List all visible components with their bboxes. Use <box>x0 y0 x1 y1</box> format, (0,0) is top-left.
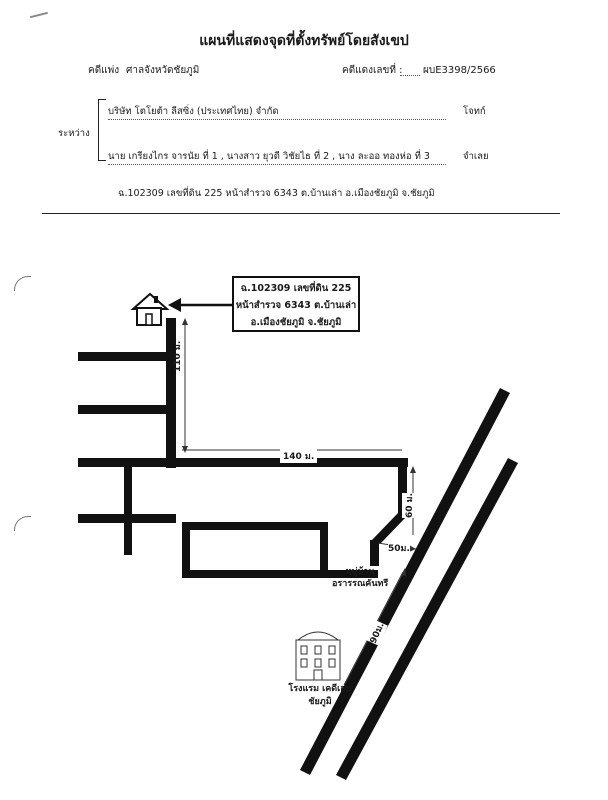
property-description: ฉ.102309 เลขที่ดิน 225 หน้าสำรวจ 6343 ต.… <box>118 188 435 199</box>
case-label: คดีแดงเลขที่ : <box>342 65 403 76</box>
highway-right <box>336 458 518 780</box>
case-dots <box>400 75 420 76</box>
property-callout-line-1: ฉ.102309 เลขที่ดิน 225 <box>240 283 352 294</box>
village-label-line-2: อรารรณคันทรี <box>332 579 389 589</box>
defendants-names: นาย เกรียงไกร จารนัย ที่ 1 , นางสาว ยุวด… <box>108 151 430 162</box>
property-callout-line-2: หน้าสำรวจ 6343 ต.บ้านเล่า <box>235 300 357 311</box>
property-callout-box: ฉ.102309 เลขที่ดิน 225 หน้าสำรวจ 6343 ต.… <box>232 276 360 332</box>
distance-110m: 110 ม. <box>173 340 183 372</box>
distance-60m: 60 ม. <box>402 492 416 518</box>
case-number: ผบE3398/2566 <box>423 65 496 76</box>
punch-hole-top <box>14 276 31 291</box>
highway-left <box>300 388 510 775</box>
road-side-1 <box>78 352 176 361</box>
court-name: ศาลจังหวัดชัยภูมิ <box>126 65 200 76</box>
block-right <box>320 522 328 578</box>
road-side-2 <box>78 405 176 414</box>
distance-50m: 50ม. <box>388 541 410 555</box>
village-label-line-1: หมู่บ้าน <box>345 567 375 577</box>
block-left <box>182 522 190 578</box>
road-diagonal <box>371 513 407 544</box>
house-icon <box>130 292 170 326</box>
hotel-label-line-1: โรงแรม เคดีเฮม <box>288 684 352 694</box>
punch-hole-bottom <box>14 516 31 531</box>
property-callout-line-3: อ.เมืองชัยภูมิ จ.ชัยภูมิ <box>250 317 342 328</box>
defendants-dots <box>108 164 446 165</box>
document-title: แผนที่แสดงจุดที่ตั้งทรัพย์โดยสังเขป <box>199 33 409 49</box>
road-side-vertical <box>124 462 132 555</box>
road-connector <box>370 540 379 566</box>
plaintiff-dots <box>108 119 446 120</box>
hotel-building-icon <box>295 631 341 681</box>
road-east-vertical <box>398 462 407 517</box>
distance-140m: 140 ม. <box>280 449 318 463</box>
block-top <box>182 522 328 530</box>
block-bottom <box>182 570 378 578</box>
header-divider <box>42 213 560 214</box>
arrow-to-property <box>168 298 232 312</box>
hotel-label-line-2: ชัยภูมิ <box>308 697 332 707</box>
road-side-3 <box>78 514 176 523</box>
village-label: หมู่บ้าน อรารรณคันทรี <box>332 566 388 590</box>
plaintiff-name: บริษัท โตโยต้า ลีสซิ่ง (ประเทศไทย) จำกัด <box>108 106 279 117</box>
parties-bracket <box>98 99 106 161</box>
hotel-label: โรงแรม เคดีเฮม ชัยภูมิ <box>282 683 358 709</box>
road-main-east <box>78 458 408 467</box>
road-network <box>78 318 518 780</box>
road-vertical-main <box>166 318 176 468</box>
plaintiff-role: โจทก์ <box>463 106 486 117</box>
between-label: ระหว่าง <box>58 128 90 139</box>
court-label: คดีแพ่ง <box>88 65 120 76</box>
defendant-role: จำเลย <box>463 151 489 162</box>
